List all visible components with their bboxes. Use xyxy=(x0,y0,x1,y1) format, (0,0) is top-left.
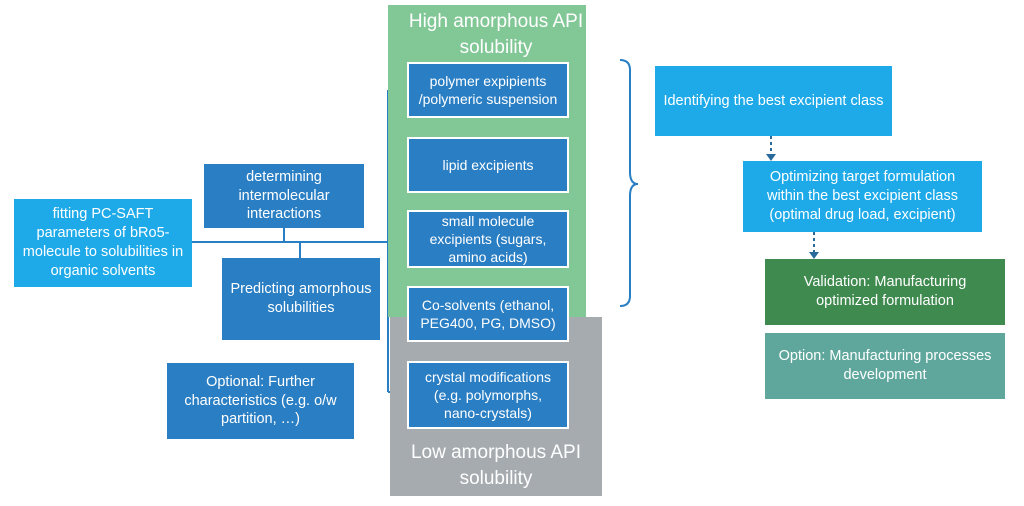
optimize-formulation-box: Optimizing target formulation within the… xyxy=(743,161,982,232)
excipient-cosolvent: Co-solvents (ethanol, PEG400, PG, DMSO) xyxy=(407,286,569,342)
arrowhead-2 xyxy=(809,252,819,259)
identify-excipient-class-box: Identifying the best excipient class xyxy=(655,66,892,136)
fitting-pc-saft-box: fitting PC-SAFT parameters of bRo5-molec… xyxy=(14,199,192,287)
excipient-small-molecule: small molecule excipients (sugars, amino… xyxy=(407,210,569,268)
arrowhead-1 xyxy=(766,154,776,161)
grouping-brace xyxy=(619,59,639,307)
high-solubility-label: High amorphous API solubility xyxy=(408,11,584,58)
excipient-polymer: polymer expipients /polymeric suspension xyxy=(407,62,569,118)
option-process-development-box: Option: Manufacturing processes developm… xyxy=(765,333,1005,399)
predicting-solubilities-box: Predicting amorphous solubilities xyxy=(222,258,380,340)
validation-box: Validation: Manufacturing optimized form… xyxy=(765,259,1005,325)
excipient-crystal: crystal modifications (e.g. polymorphs, … xyxy=(407,361,569,429)
excipient-lipid: lipid excipients xyxy=(407,137,569,193)
intermolecular-interactions-box: determining intermolecular interactions xyxy=(204,164,364,228)
low-solubility-label: Low amorphous API solubility xyxy=(410,442,582,489)
optional-characteristics-box: Optional: Further characteristics (e.g. … xyxy=(167,363,354,439)
